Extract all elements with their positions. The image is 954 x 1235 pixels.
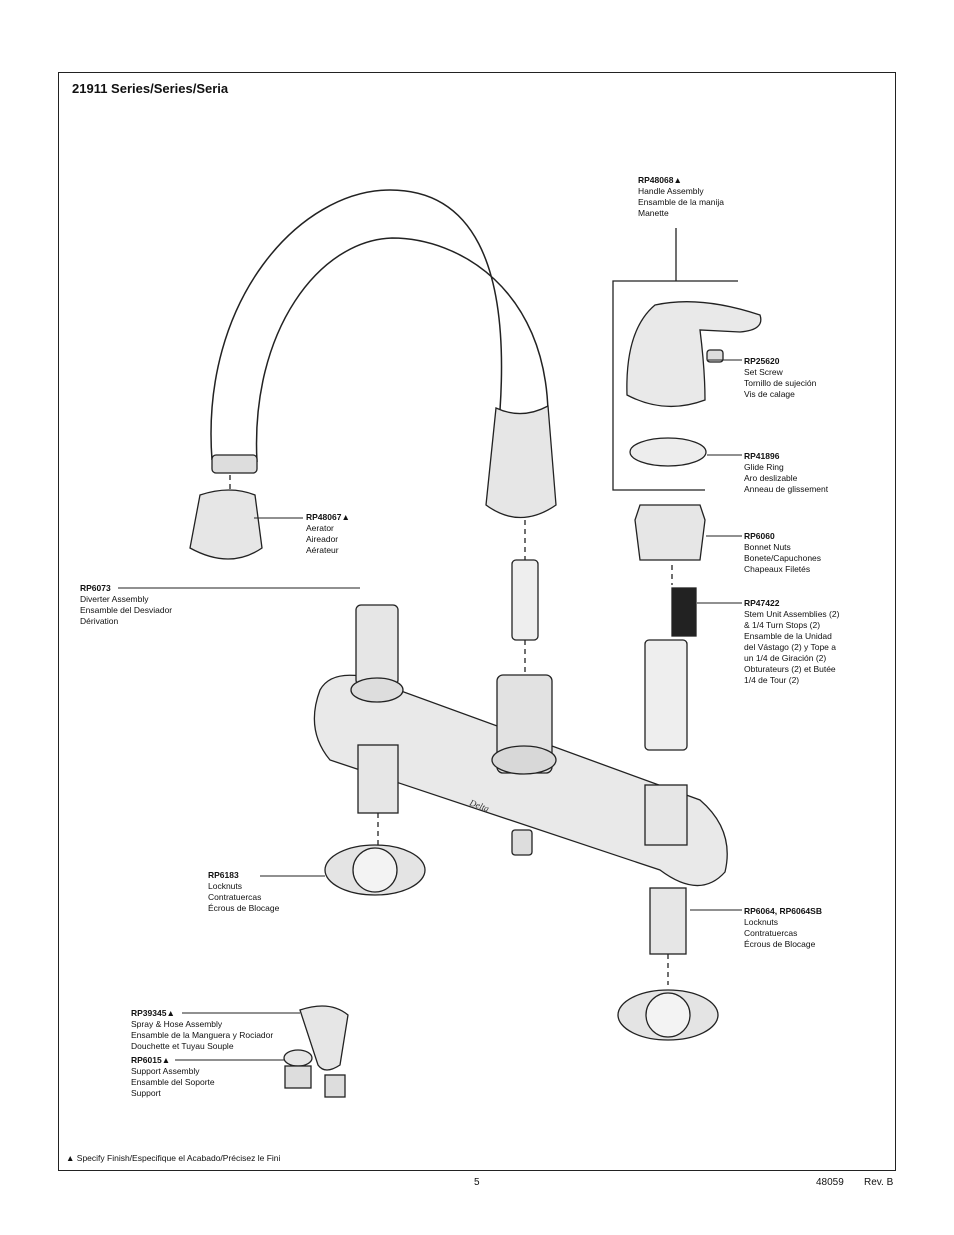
aerator — [189, 475, 263, 560]
deck-plate — [313, 674, 728, 887]
revision-label: Rev. B — [864, 1177, 894, 1188]
finish-footnote: ▲ Specify Finish/Especifique el Acabado/… — [66, 1153, 281, 1163]
left-valve — [324, 604, 426, 896]
spout — [210, 189, 557, 518]
label-stem-unit: RP47422 Stem Unit Assemblies (2)& 1/4 Tu… — [744, 598, 840, 685]
diagram-frame — [58, 72, 896, 1171]
spray-and-support — [283, 1005, 349, 1098]
page-title: 21911 Series/Series/Seria — [72, 81, 229, 96]
handle-assembly — [612, 228, 762, 1041]
page-number: 5 — [474, 1177, 480, 1188]
leader-lines — [118, 359, 742, 1061]
diverter — [511, 520, 539, 675]
document-number: 48059 — [816, 1177, 844, 1188]
